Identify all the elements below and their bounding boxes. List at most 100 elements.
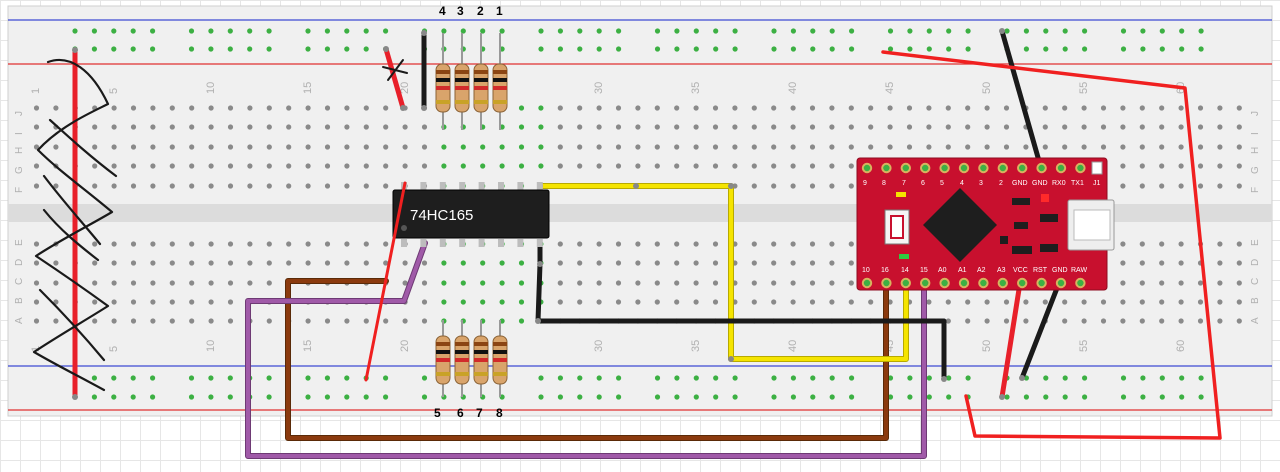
breadboard-hole [557,105,563,111]
breadboard-hole [1139,241,1145,247]
breadboard-hole [596,163,602,169]
breadboard-hole [92,163,98,169]
breadboard-hole [732,105,738,111]
breadboard-hole [1159,163,1165,169]
breadboard-hole [33,124,40,130]
pin-label: 14 [901,267,909,274]
board-bottom-headers [861,277,1086,289]
breadboard-hole [732,46,738,52]
breadboard-hole [363,46,369,52]
breadboard-hole [1236,299,1242,305]
led-yellow [896,192,906,197]
breadboard-hole [790,124,796,130]
breadboard-hole [615,241,622,247]
breadboard-hole [1043,46,1049,52]
breadboard-hole [130,318,137,324]
breadboard-hole [926,46,932,52]
breadboard-hole [848,163,854,169]
breadboard-hole [596,46,602,52]
row-letter: E [14,239,25,246]
breadboard-hole [1100,105,1107,111]
breadboard-hole [557,280,563,286]
breadboard-hole [247,183,253,189]
breadboard-hole [1081,144,1087,150]
breadboard-hole [344,260,350,266]
resistor [473,320,489,397]
breadboard-hole [208,394,214,400]
breadboard-hole [965,299,971,305]
breadboard-hole [1197,183,1204,189]
breadboard-hole [188,28,195,34]
pin-label: A1 [958,267,967,274]
breadboard-hole [557,163,563,169]
breadboard-hole [111,241,117,247]
breadboard-hole [53,105,59,111]
breadboard-hole [518,163,525,169]
breadboard-hole [1197,144,1204,150]
pin-label: VCC [1013,267,1028,274]
breadboard-hole [1178,241,1184,247]
chip-pin [478,239,485,247]
breadboard-hole [305,144,311,150]
breadboard-hole [887,394,894,400]
breadboard-hole [1178,144,1184,150]
breadboard-hole [266,144,272,150]
breadboard-hole [441,28,447,34]
breadboard-hole [1236,241,1242,247]
breadboard-hole [693,144,699,150]
breadboard-hole [809,260,816,266]
breadboard-hole [1139,299,1145,305]
breadboard-hole [169,144,175,150]
breadboard-hole [130,163,137,169]
breadboard-hole [1217,183,1223,189]
breadboard-hole [926,105,932,111]
breadboard-hole [829,394,835,400]
breadboard-hole [1062,46,1068,52]
column-number: 5 [108,346,120,352]
header-pin [997,162,1008,174]
breadboard-hole [92,260,98,266]
breadboard-hole [286,183,292,189]
breadboard-hole [907,28,913,34]
breadboard-hole [926,144,932,150]
chip-pin [536,239,543,247]
breadboard-hole [227,375,233,381]
wire-brown-fill [286,279,888,440]
breadboard-hole [596,144,602,150]
breadboard-hole [33,105,40,111]
breadboard-hole [92,318,98,324]
breadboard-hole [266,105,272,111]
column-number: 45 [884,82,896,94]
column-number: 30 [593,82,605,94]
column-number: 35 [690,82,702,94]
breadboard-hole [33,144,40,150]
breadboard-hole [305,183,311,189]
breadboard-hole [887,46,894,52]
board-top-headers [861,162,1086,174]
breadboard-hole [305,46,311,52]
breadboard-hole [674,124,680,130]
breadboard-hole [906,124,913,130]
black-scribble [32,58,118,392]
breadboard-hole [324,183,331,189]
breadboard-hole [654,124,660,130]
breadboard-hole [732,124,738,130]
breadboard-hole [965,318,971,324]
column-number: 20 [399,82,411,94]
breadboard-hole [965,105,971,111]
breadboard-hole [713,46,719,52]
breadboard-hole [771,124,777,130]
breadboard-hole [771,375,777,381]
breadboard-hole [344,46,350,52]
row-letter: A [1250,317,1261,324]
breadboard-hole [130,183,137,189]
breadboard-hole [829,144,835,150]
breadboard-hole [712,124,719,130]
breadboard-hole [150,299,156,305]
breadboard-hole [693,394,699,400]
resistor [454,33,470,130]
breadboard-hole [383,375,389,381]
breadboard-hole [383,124,389,130]
breadboard-hole [1003,318,1010,324]
breadboard-hole [130,241,137,247]
